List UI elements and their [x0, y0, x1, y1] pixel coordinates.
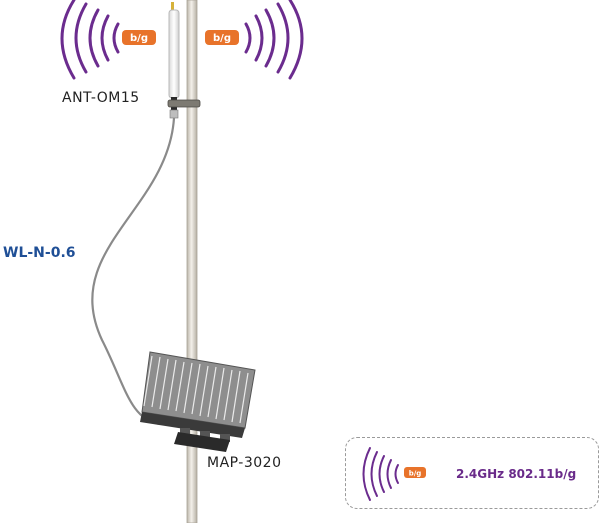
legend-text: 2.4GHz 802.11b/g: [456, 467, 577, 481]
band-badge-icon: b/g: [205, 30, 239, 45]
svg-text:b/g: b/g: [409, 470, 422, 478]
band-badge-icon: b/g: [404, 467, 426, 478]
antenna-label: ANT-OM15: [62, 90, 140, 106]
rf-cable: [91, 117, 176, 426]
cable-label: WL-N-0.6: [3, 245, 76, 261]
access-point-label: MAP-3020: [207, 455, 282, 471]
access-point-icon: [140, 351, 256, 452]
band-badge-icon: b/g: [122, 30, 156, 45]
wifi-wave-icon: [362, 447, 399, 501]
wifi-wave-icon: [244, 0, 304, 80]
svg-text:b/g: b/g: [213, 33, 231, 44]
legend-box: 2.4GHz 802.11b/g: [345, 437, 599, 509]
wifi-wave-icon: [60, 0, 120, 80]
antenna-icon: [167, 2, 201, 119]
svg-text:b/g: b/g: [130, 33, 148, 44]
